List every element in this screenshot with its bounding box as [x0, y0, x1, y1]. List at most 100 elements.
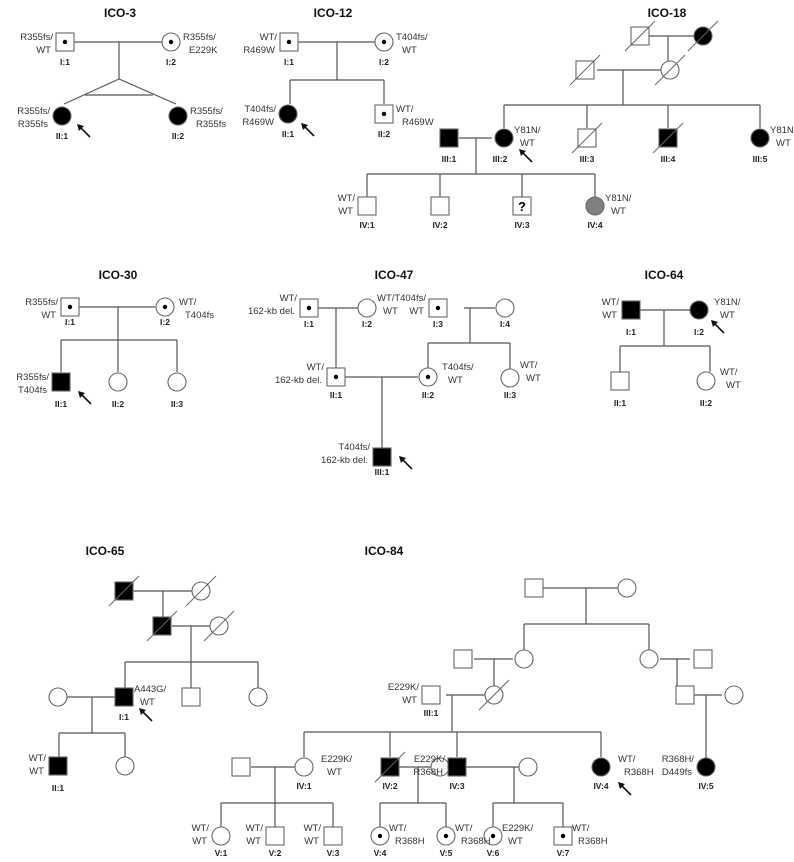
- individual-id-label: III:4: [661, 154, 676, 164]
- individual-ico-47-i-3: [428, 298, 448, 318]
- individual-ico-84-iii-f: [478, 679, 510, 711]
- individual-id-label: II:3: [504, 390, 517, 400]
- genotype-line-2: T404fs: [185, 310, 214, 321]
- female-circle-icon: [689, 300, 709, 320]
- genotype-line-2: R355fs: [196, 119, 226, 130]
- genotype-line-1: E229K/: [414, 754, 446, 765]
- individual-id-label: V:7: [557, 848, 570, 858]
- individual-ico-47-iii-1: [372, 447, 392, 467]
- individual-id-label: II:1: [56, 131, 69, 141]
- individual-ico-65-ii-1: [48, 756, 68, 776]
- female-circle-icon: [108, 372, 128, 392]
- female-circle-icon: [52, 106, 72, 126]
- proband-arrow-icon: [139, 708, 153, 722]
- pedigree-lines: [58, 35, 761, 827]
- genotype-line-1: R368H/: [662, 754, 695, 765]
- genotype-line-1: R355fs/: [17, 106, 50, 117]
- individual-ico-84-top-m: [524, 578, 544, 598]
- individual-id-label: II:1: [282, 129, 295, 139]
- male-square-icon: [610, 371, 630, 391]
- individual-id-label: I:1: [304, 319, 314, 329]
- genotype-line-2: WT: [726, 380, 741, 391]
- female-circle-icon: [211, 826, 231, 846]
- individual-ico-18-p-f: [654, 54, 686, 86]
- genotype-line-1: WT/: [389, 823, 407, 834]
- female-circle-icon: [495, 298, 515, 318]
- individual-id-label: IV:5: [698, 781, 713, 791]
- carrier-dot-icon: [62, 39, 68, 45]
- male-square-icon: [621, 300, 641, 320]
- individual-ico-30-ii-2: [108, 372, 128, 392]
- male-square-icon: [693, 649, 713, 669]
- individual-id-label: I:2: [166, 57, 176, 67]
- individual-ico-65-gp-m: [108, 575, 140, 607]
- individual-ico-84-iv-3-sp: [518, 757, 538, 777]
- female-circle-icon: [518, 757, 538, 777]
- genotype-line-2: R368H: [624, 767, 654, 778]
- genotype-line-2: WT: [192, 836, 207, 847]
- individual-id-label: III:1: [442, 154, 457, 164]
- carrier-dot-icon: [286, 39, 292, 45]
- male-square-icon: [439, 128, 459, 148]
- genotype-line-2: WT: [41, 310, 56, 321]
- individual-id-label: I:1: [119, 712, 129, 722]
- deceased-slash-icon: [569, 54, 601, 86]
- deceased-slash-icon: [624, 20, 656, 52]
- individual-id-label: II:2: [422, 390, 435, 400]
- individual-id-label: IV:4: [587, 220, 602, 230]
- deceased-slash-icon: [374, 751, 406, 783]
- individual-ico-84-v-6: [483, 826, 503, 846]
- genotype-line-2: R368H: [461, 836, 491, 847]
- male-square-icon: [447, 757, 467, 777]
- pedigree-individuals: ?: [48, 20, 770, 846]
- genotype-line-2: WT: [526, 373, 541, 384]
- individual-ico-30-i-1: [60, 297, 80, 317]
- individual-ico-84-v-2: [265, 826, 285, 846]
- individual-ico-84-r-m: [693, 649, 713, 669]
- male-square-icon: [181, 687, 201, 707]
- genotype-line-1: T404fs/: [396, 32, 428, 43]
- individual-ico-84-v-5: [436, 826, 456, 846]
- female-circle-icon: [696, 757, 716, 777]
- male-square-icon: [114, 687, 134, 707]
- genotype-line-2: R368H: [413, 767, 443, 778]
- proband-arrow-icon: [399, 456, 413, 470]
- individual-ico-18-iii-1: [439, 128, 459, 148]
- genotype-line-2: R469W: [242, 117, 274, 128]
- individual-ico-47-ii-3: [500, 368, 520, 388]
- individual-id-label: I:2: [694, 327, 704, 337]
- genotype-line-1: T404fs/: [442, 362, 474, 373]
- genotype-line-2: WT: [776, 138, 791, 149]
- deceased-slash-icon: [108, 575, 140, 607]
- deceased-slash-icon: [654, 54, 686, 86]
- female-circle-icon: [115, 756, 135, 776]
- genotype-line-1: WT/: [179, 297, 197, 308]
- carrier-dot-icon: [560, 833, 566, 839]
- individual-id-label: IV:2: [432, 220, 447, 230]
- female-circle-icon: [294, 757, 314, 777]
- genotype-line-1: Y81N/: [714, 297, 741, 308]
- individual-id-label: IV:1: [296, 781, 311, 791]
- individual-id-label: I:1: [65, 317, 75, 327]
- carrier-dot-icon: [333, 374, 339, 380]
- individual-ico-84-iv-4: [591, 757, 611, 777]
- individual-ico-65-sib-m: [181, 687, 201, 707]
- individual-ico-18-iii-3: [571, 122, 603, 154]
- genotype-line-1: WT/: [602, 297, 620, 308]
- individual-ico-64-ii-1: [610, 371, 630, 391]
- individual-ico-12-ii-1: [278, 104, 298, 124]
- individual-ico-65-spouse: [48, 687, 68, 707]
- genotype-line-1: R355fs/: [183, 32, 216, 43]
- individual-id-label: III:5: [753, 154, 768, 164]
- female-circle-icon: [357, 298, 377, 318]
- genotype-line-2: WT: [338, 206, 353, 217]
- genotype-line-2: WT: [246, 836, 261, 847]
- male-square-icon: [323, 826, 343, 846]
- carrier-dot-icon: [381, 111, 387, 117]
- male-square-icon: [48, 756, 68, 776]
- deceased-slash-icon: [185, 575, 217, 607]
- genotype-line-2: WT: [508, 836, 523, 847]
- proband-arrow-icon: [711, 320, 725, 334]
- genotype-line-2: R469W: [402, 117, 434, 128]
- male-square-icon: [51, 372, 71, 392]
